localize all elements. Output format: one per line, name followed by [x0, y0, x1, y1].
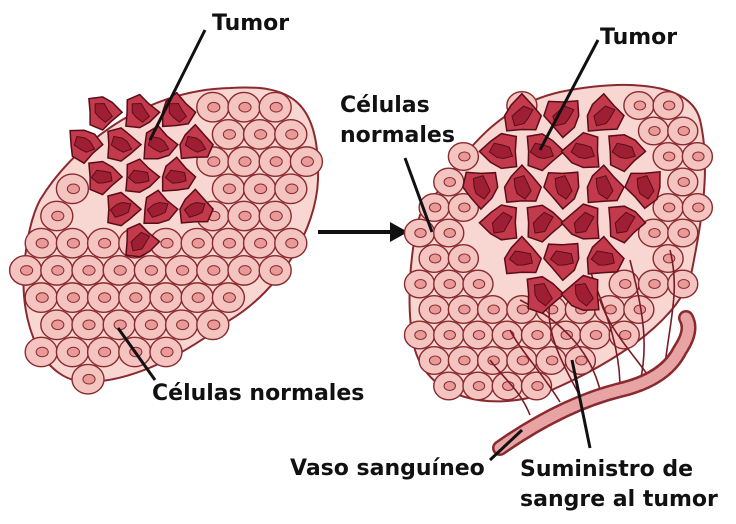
- normal-cell: [228, 92, 260, 121]
- normal-cell: [580, 321, 610, 349]
- normal-cell: [624, 92, 654, 120]
- normal-cell: [228, 256, 260, 285]
- normal-cell: [166, 310, 198, 339]
- normal-cell: [448, 245, 478, 273]
- normal-cell: [134, 256, 166, 285]
- normal-cell: [405, 270, 435, 298]
- normal-cell: [668, 270, 698, 298]
- normal-cell: [25, 283, 57, 312]
- normal-cell: [463, 321, 493, 349]
- normal-cell: [103, 256, 135, 285]
- normal-cell: [212, 283, 244, 312]
- normal-cell: [88, 228, 120, 257]
- normal-cell: [668, 219, 698, 247]
- normal-cell: [507, 347, 537, 375]
- normal-cell: [653, 245, 683, 273]
- normal-cell: [181, 283, 213, 312]
- normal-cell: [134, 310, 166, 339]
- normal-cell: [522, 372, 552, 400]
- progression-arrow: [318, 222, 408, 242]
- normal-cell: [275, 228, 307, 257]
- left-tissue-panel: [10, 87, 323, 393]
- normal-cell: [434, 168, 464, 196]
- normal-cell: [25, 228, 57, 257]
- normal-cell: [228, 147, 260, 176]
- normal-cell: [103, 310, 135, 339]
- normal-cell: [290, 147, 322, 176]
- normal-cell: [434, 219, 464, 247]
- normal-cell: [434, 321, 464, 349]
- normal-cell: [56, 174, 88, 203]
- supply-label-line2: sangre al tumor: [520, 487, 718, 512]
- normal-cell: [41, 201, 73, 230]
- normal-cell: [150, 337, 182, 366]
- normal-cell: [10, 256, 42, 285]
- normal-cell: [522, 321, 552, 349]
- normal-cell: [181, 228, 213, 257]
- supply-label-line1: Suministro de: [520, 457, 693, 482]
- normal-cell: [565, 347, 595, 375]
- normal-cell: [259, 201, 291, 230]
- normal-cell: [478, 347, 508, 375]
- normal-cell: [72, 256, 104, 285]
- normal-cell: [668, 117, 698, 145]
- normal-cell: [259, 256, 291, 285]
- normal-cell: [25, 337, 57, 366]
- normal-cell: [259, 147, 291, 176]
- vessel-label: Vaso sanguíneo: [290, 456, 485, 481]
- normal-cell: [639, 117, 669, 145]
- normal-cell: [88, 283, 120, 312]
- normal-cell: [228, 201, 260, 230]
- normal-cell: [166, 256, 198, 285]
- right-tumor-label: Tumor: [600, 25, 677, 50]
- normal-cell: [212, 120, 244, 149]
- normal-cell: [41, 310, 73, 339]
- normal-cell: [244, 174, 276, 203]
- normal-cell: [56, 283, 88, 312]
- normal-cell: [150, 283, 182, 312]
- normal-cell: [197, 310, 229, 339]
- normal-cell: [419, 347, 449, 375]
- normal-cell: [41, 256, 73, 285]
- normal-cell: [56, 228, 88, 257]
- normal-cell: [682, 194, 712, 222]
- normal-cell: [405, 321, 435, 349]
- normal-cell: [212, 174, 244, 203]
- normal-cell: [639, 270, 669, 298]
- normal-cell: [212, 228, 244, 257]
- normal-cell: [197, 92, 229, 121]
- normal-cell: [275, 174, 307, 203]
- right-normal-label-line2: normales: [340, 123, 455, 148]
- normal-cell: [434, 270, 464, 298]
- normal-cell: [653, 92, 683, 120]
- normal-cell: [492, 321, 522, 349]
- normal-cell: [668, 168, 698, 196]
- normal-cell: [492, 372, 522, 400]
- normal-cell: [463, 372, 493, 400]
- normal-cell: [56, 337, 88, 366]
- normal-cell: [119, 283, 151, 312]
- normal-cell: [653, 143, 683, 171]
- normal-cell: [448, 347, 478, 375]
- normal-cell: [72, 364, 104, 393]
- normal-cell: [463, 270, 493, 298]
- normal-cell: [72, 310, 104, 339]
- normal-cell: [478, 296, 508, 324]
- normal-cell: [609, 270, 639, 298]
- normal-cell: [419, 296, 449, 324]
- normal-cell: [275, 120, 307, 149]
- normal-cell: [244, 120, 276, 149]
- normal-cell: [259, 92, 291, 121]
- normal-cell: [88, 337, 120, 366]
- normal-cell: [419, 245, 449, 273]
- normal-cell: [244, 228, 276, 257]
- normal-cell: [434, 372, 464, 400]
- right-normal-label-line1: Células: [340, 93, 430, 118]
- left-tumor-label: Tumor: [212, 11, 289, 36]
- normal-cell: [682, 143, 712, 171]
- normal-cell: [197, 256, 229, 285]
- normal-cell: [448, 296, 478, 324]
- left-normal-label: Células normales: [152, 381, 364, 406]
